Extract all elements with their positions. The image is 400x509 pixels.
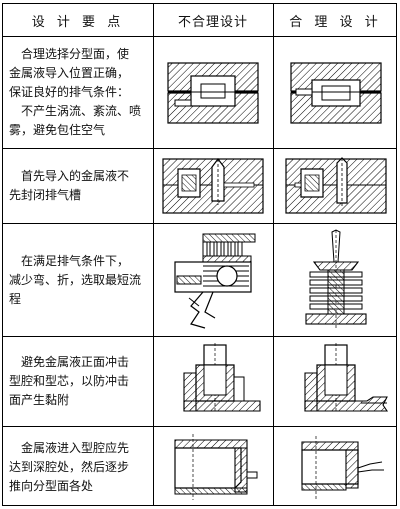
row-4-line-2: 型腔和型芯，以防冲击 bbox=[9, 374, 130, 388]
row-1-good-figure bbox=[274, 37, 398, 148]
row-1-line-4: 不产生涡流、紊流、喷 bbox=[21, 104, 142, 118]
tangential-entry-section-icon bbox=[304, 342, 389, 412]
row-3-description: 在满足排气条件下， 减少弯、折，选取最短流 程 bbox=[3, 224, 153, 336]
vent-open-section-icon bbox=[285, 157, 387, 214]
row-5-description: 金属液进入型腔应先 达到深腔处，然后逐步 推向分型面各处 bbox=[3, 427, 153, 507]
row-2-bad-figure bbox=[153, 149, 273, 223]
deep-first-fill-section-icon bbox=[301, 436, 384, 500]
row-4-line-1: 避免金属液正面冲击 bbox=[21, 355, 130, 369]
frontal-impact-section-icon bbox=[183, 342, 261, 412]
row-3-line-1: 在满足排气条件下， bbox=[21, 253, 130, 268]
row-1-bad-figure bbox=[153, 37, 273, 148]
header-divider bbox=[3, 36, 396, 37]
row-4-good-figure bbox=[274, 337, 398, 426]
row-4-bad-figure bbox=[153, 337, 273, 426]
die-section-good-parting-icon bbox=[290, 61, 382, 124]
row-2-line-1: 首先导入的金属液不 bbox=[21, 169, 130, 183]
row-4-line-3: 面产生黏附 bbox=[9, 393, 70, 407]
row-divider bbox=[3, 223, 396, 224]
row-2-description: 首先导入的金属液不 先封闭排气槽 bbox=[3, 149, 153, 223]
row-5-good-figure bbox=[274, 427, 398, 507]
header-unreasonable-design: 不合理设计 bbox=[177, 14, 248, 30]
column-divider bbox=[273, 4, 274, 505]
row-2-good-figure bbox=[274, 149, 398, 223]
row-1-description: 合理选择分型面，使 金属液导入位置正确， 保证良好的排气条件： 不产生涡流、紊流… bbox=[3, 37, 153, 148]
column-divider bbox=[153, 4, 154, 505]
short-runner-section-icon bbox=[305, 229, 367, 328]
row-3-bad-figure bbox=[153, 224, 273, 336]
vent-blocked-section-icon bbox=[162, 158, 264, 214]
row-1-line-1: 合理选择分型面，使 bbox=[21, 47, 130, 61]
row-5-line-3: 推向分型面各处 bbox=[9, 478, 94, 493]
row-1-line-2: 金属液导入位置正确， bbox=[9, 66, 130, 80]
shallow-first-fill-section-icon bbox=[174, 434, 258, 500]
row-divider bbox=[3, 426, 396, 427]
row-divider bbox=[3, 148, 396, 149]
bent-runner-section-icon bbox=[174, 233, 256, 329]
row-1-line-3: 保证良好的排气条件： bbox=[9, 85, 130, 99]
row-5-line-2: 达到深腔处，然后逐步 bbox=[9, 459, 130, 474]
row-3-line-3: 程 bbox=[9, 291, 22, 306]
row-divider bbox=[3, 336, 396, 337]
header-reasonable-design: 合 理 设 计 bbox=[289, 14, 382, 30]
design-principles-table: 设 计 要 点 不合理设计 合 理 设 计 合理选择分型面，使 金属液导入位置正… bbox=[2, 3, 397, 506]
die-section-poor-parting-icon bbox=[167, 61, 259, 124]
header-design-points: 设 计 要 点 bbox=[31, 14, 125, 30]
row-3-line-2: 减少弯、折，选取最短流 bbox=[9, 272, 142, 287]
row-5-line-1: 金属液进入型腔应先 bbox=[21, 440, 130, 455]
row-4-description: 避免金属液正面冲击 型腔和型芯，以防冲击 面产生黏附 bbox=[3, 337, 153, 426]
row-1-line-5: 雾，避免包住空气 bbox=[9, 123, 106, 137]
row-5-bad-figure bbox=[153, 427, 273, 507]
row-2-line-2: 先封闭排气槽 bbox=[9, 188, 82, 202]
row-3-good-figure bbox=[274, 224, 398, 336]
